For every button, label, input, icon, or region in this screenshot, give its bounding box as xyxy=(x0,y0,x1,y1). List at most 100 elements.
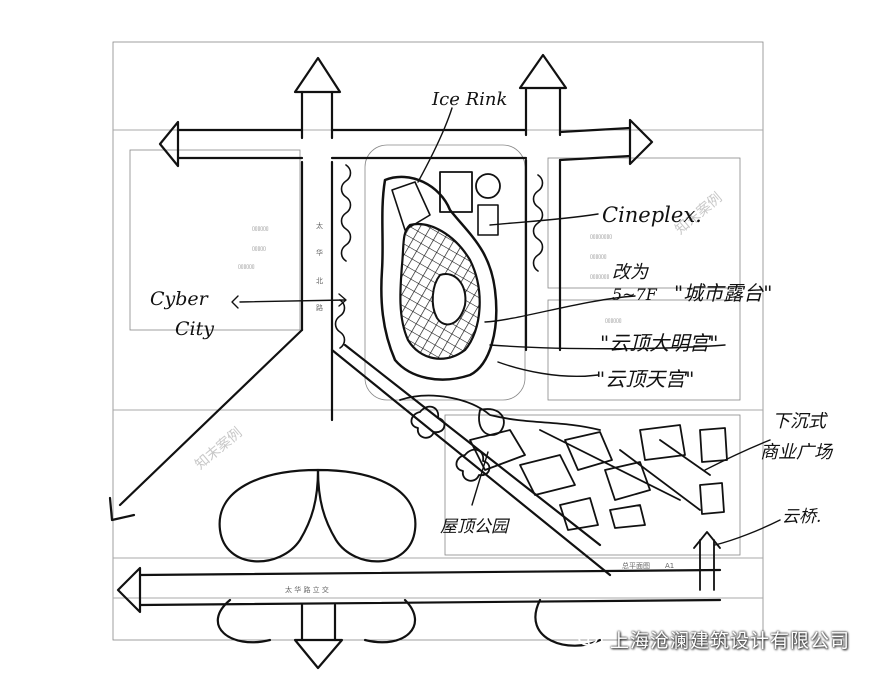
main-building xyxy=(380,171,501,381)
sunken-plaza xyxy=(399,394,728,591)
road-arrow-up xyxy=(293,56,342,94)
block-outline xyxy=(547,157,741,289)
plaza-block xyxy=(699,427,728,463)
label-sunken: 下沉式 xyxy=(772,411,828,432)
plan-frame xyxy=(112,41,764,641)
label-floors: 5~7F xyxy=(612,285,658,304)
leader-cyber-city xyxy=(239,299,346,303)
leader-sky-palace xyxy=(497,361,599,378)
leader-bridge xyxy=(714,519,781,546)
road-edge xyxy=(300,90,334,140)
plaza-block xyxy=(609,504,646,529)
plan-tiny-text: ▯▯▯▯▯▯ xyxy=(605,318,622,324)
road-edge xyxy=(138,568,722,607)
plan-sheet: A1 xyxy=(665,562,674,570)
label-cyber: Cyber xyxy=(150,288,210,310)
leader-sunken xyxy=(704,439,771,471)
road-char: 路 xyxy=(316,303,323,312)
label-cloud-palace: "云顶大明宫" xyxy=(600,331,718,355)
plaza-block xyxy=(559,497,599,531)
road-edge xyxy=(524,86,562,137)
plan-tiny-text: ▯▯▯▯▯▯▯▯ xyxy=(590,234,612,240)
footbridge xyxy=(699,539,715,591)
plan-tiny-text: ▯▯▯▯▯ xyxy=(252,246,266,252)
road-char: 华 xyxy=(316,248,323,257)
leader-ice-rink xyxy=(417,107,453,183)
tree-row xyxy=(532,174,544,272)
road-arrow-right xyxy=(628,118,654,166)
leader-lines xyxy=(231,107,781,546)
block-outline xyxy=(547,299,741,401)
plan-tiny-text: ▯▯▯▯▯▯ xyxy=(238,264,255,270)
tree-row xyxy=(334,299,346,349)
wechat-icon xyxy=(578,630,603,648)
ice-rink-volume xyxy=(391,181,431,231)
building-block xyxy=(439,171,473,213)
road-arrow-down xyxy=(293,638,344,670)
road-arrow-up xyxy=(518,53,568,90)
footbridge-arrow xyxy=(693,531,721,549)
road-arrow-left xyxy=(116,566,142,614)
plan-tiny-text: ▯▯▯▯▯▯▯ xyxy=(590,274,610,280)
label-cineplex: Cineplex. xyxy=(602,203,702,227)
base-plan: ▯▯▯▯▯▯ ▯▯▯▯▯ ▯▯▯▯▯▯ ▯▯▯▯▯▯▯▯ ▯▯▯▯▯▯ ▯▯▯▯… xyxy=(112,41,764,641)
road-arrow-diag xyxy=(108,496,136,522)
road-edge xyxy=(330,343,612,577)
plaza-block xyxy=(639,424,686,461)
plaza-edge xyxy=(399,394,601,431)
cloverleaf-loop xyxy=(316,468,417,563)
plaza-block xyxy=(564,431,613,471)
plan-title: 总平面图 xyxy=(622,561,650,570)
label-commercial-plaza: 商业广场 xyxy=(760,442,834,463)
road-label-bottom: 太 华 路 立 交 xyxy=(285,585,329,594)
road-edge xyxy=(300,160,334,332)
road-edge xyxy=(176,128,304,160)
road-char: 太 xyxy=(316,221,323,230)
cloverleaf-ramp xyxy=(216,598,417,644)
road-network xyxy=(108,53,722,670)
atrium-void xyxy=(431,273,467,326)
label-city: City xyxy=(175,318,214,340)
building-block xyxy=(477,204,499,236)
plan-tiny-text: ▯▯▯▯▯▯ xyxy=(590,254,607,260)
tree-rows xyxy=(334,164,544,349)
arrow-head xyxy=(231,295,239,309)
road-arrow-left xyxy=(158,120,180,168)
round-structure xyxy=(475,173,501,199)
leader-palace xyxy=(489,344,726,350)
label-change-to: 改为 xyxy=(612,262,649,283)
building-outline xyxy=(380,175,498,381)
tree-clump xyxy=(455,448,491,482)
label-rooftop-park: 屋顶公园 xyxy=(440,517,511,537)
road-edge xyxy=(524,158,562,352)
road-edge xyxy=(558,126,632,162)
tree-clump xyxy=(410,405,446,439)
label-bridge: 云桥. xyxy=(782,507,821,527)
plaza-block xyxy=(519,454,576,496)
road-edge xyxy=(118,328,334,507)
road-edge xyxy=(300,603,337,642)
road-char: 北 xyxy=(316,277,323,285)
label-cloud-sky-palace: "云顶天宫" xyxy=(596,367,694,391)
leader-rooftop xyxy=(471,451,489,506)
watermark-text: 上海沧澜建筑设计有限公司 xyxy=(609,629,850,652)
plan-tiny-text: ▯▯▯▯▯▯ xyxy=(252,226,269,232)
tree-row xyxy=(340,164,352,262)
cloverleaf-loop xyxy=(218,468,320,563)
road-edge xyxy=(330,128,528,160)
leader-terrace xyxy=(484,295,636,323)
label-city-terrace: "城市露台" xyxy=(674,281,772,305)
faint-watermark: 知末案例 xyxy=(192,424,246,473)
site-outline xyxy=(444,414,741,556)
arrow-head xyxy=(338,293,347,307)
plaza-block xyxy=(604,461,651,501)
leader-cineplex xyxy=(489,213,599,226)
block-outline xyxy=(129,149,301,331)
annotations: Ice Rink Cineplex. Cyber City 改为 5~7F "城… xyxy=(150,89,834,537)
bridge-line xyxy=(539,429,711,511)
tree-clump xyxy=(478,408,505,436)
label-ice-rink: Ice Rink xyxy=(431,89,507,110)
company-watermark: 上海沧澜建筑设计有限公司 xyxy=(578,626,850,652)
plaza-block xyxy=(699,482,725,515)
